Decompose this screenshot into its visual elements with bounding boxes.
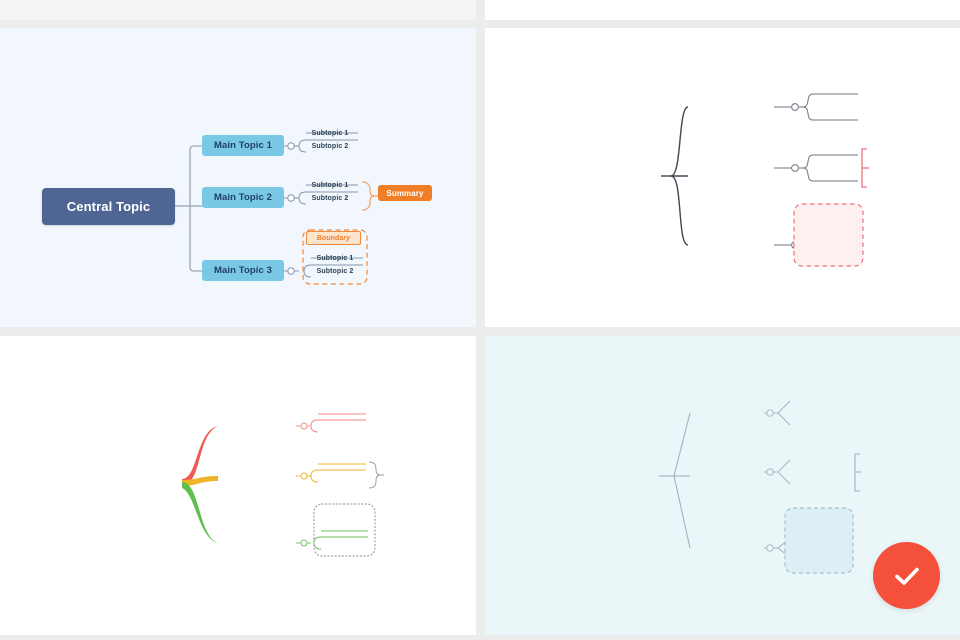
summary-badge[interactable]: Summary [378,185,432,201]
boundary-label[interactable]: Boundary [306,231,361,245]
subtopic-2-node[interactable]: Subtopic 2 [316,267,354,275]
check-icon [894,567,919,585]
subtopic-1-node[interactable]: Subtopic 1 [311,129,349,137]
panel-2-connectors [661,93,869,267]
subtopic-2-node[interactable]: Subtopic 2 [311,194,349,202]
panel-blue-orange-theme[interactable]: Central Topic Main Topic 1 Main Topic 2 … [0,28,476,327]
panel-3-connectors [182,413,384,557]
panel-preview-top-right[interactable] [485,0,960,20]
subtopic-1-node[interactable]: Subtopic 1 [311,181,349,189]
panel-preview-top-left[interactable] [0,0,476,20]
confirm-button[interactable] [873,542,940,609]
panel-1-connectors [175,132,379,285]
subtopic-1-node[interactable]: Subtopic 1 [316,254,354,262]
panel-outline-red-theme[interactable]: Central Topic Main Topic 1 Main Topic 2 … [485,28,960,327]
panel-4-connectors [659,400,861,574]
main-topic-1-node[interactable]: Main Topic 1 [202,135,284,156]
panel-rainbow-branch-theme[interactable]: Central Topic Main Topic 1 Main Topic 2 … [0,336,476,635]
subtopic-2-node[interactable]: Subtopic 2 [311,142,349,150]
main-topic-2-node[interactable]: Main Topic 2 [202,187,284,208]
main-topic-3-node[interactable]: Main Topic 3 [202,260,284,281]
central-topic-node[interactable]: Central Topic [42,188,175,225]
